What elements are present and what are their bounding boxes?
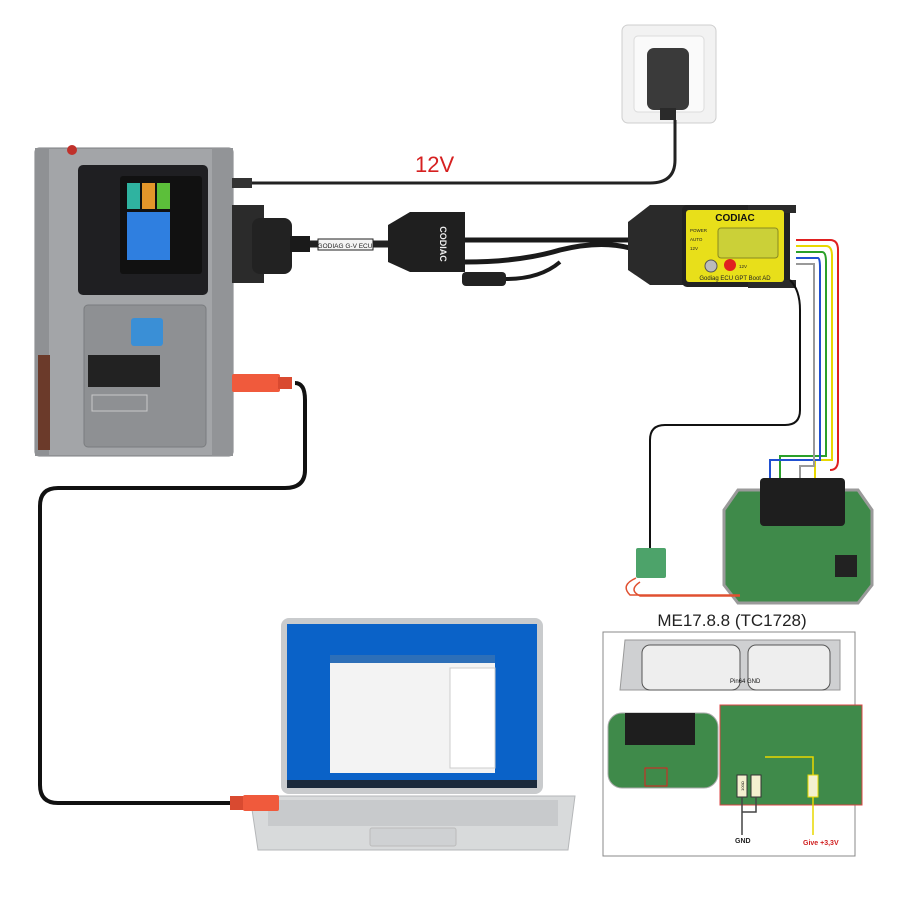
- laptop: [249, 618, 576, 851]
- programmer-device: [34, 145, 234, 457]
- pin64-gnd-label: Pin64 GND: [730, 679, 761, 685]
- y-cable: [464, 237, 631, 265]
- svg-text:12V: 12V: [739, 264, 747, 269]
- resistor-label: 100Ω: [740, 781, 745, 791]
- ground-wire: [649, 279, 801, 548]
- svg-text:CODIAC: CODIAC: [438, 226, 448, 262]
- usb-plug-device: [232, 374, 292, 392]
- power-adapter: [647, 48, 689, 120]
- dc-jack: [232, 178, 252, 188]
- ecu-board: [722, 478, 874, 605]
- vcc-label: Give +3,3V: [803, 840, 839, 847]
- power-cable: [232, 120, 677, 185]
- db25-connector: [232, 205, 310, 283]
- boot-probe-board: [625, 548, 740, 597]
- obd-female-connector: CODIAC: [388, 212, 465, 272]
- aux-jack: [462, 272, 506, 286]
- cable-label: GODIAG G-V ECU: [318, 243, 373, 250]
- usb-plug-laptop: [230, 795, 279, 811]
- jumper-wires: [769, 239, 839, 480]
- power-label: 12V: [415, 152, 454, 177]
- ecu-diagram-title: ME17.8.8 (TC1728): [657, 611, 806, 630]
- svg-text:CODIAC: CODIAC: [715, 213, 754, 224]
- usb-cable: [38, 381, 307, 805]
- svg-text:Godiag ECU GPT Boot AD: Godiag ECU GPT Boot AD: [699, 276, 771, 282]
- gnd-label: GND: [735, 838, 751, 845]
- boot-button[interactable]: [724, 259, 736, 271]
- obd-male-connector: [628, 205, 690, 285]
- svg-text:POWER: POWER: [690, 228, 708, 233]
- svg-text:AUTO: AUTO: [690, 237, 703, 242]
- ecu-pin-diagram: [602, 631, 863, 857]
- svg-text:12V: 12V: [690, 246, 698, 251]
- gpt-boot-adapter: CODIAC POWER AUTO 12V 12V Godiag ECU GPT…: [682, 205, 796, 288]
